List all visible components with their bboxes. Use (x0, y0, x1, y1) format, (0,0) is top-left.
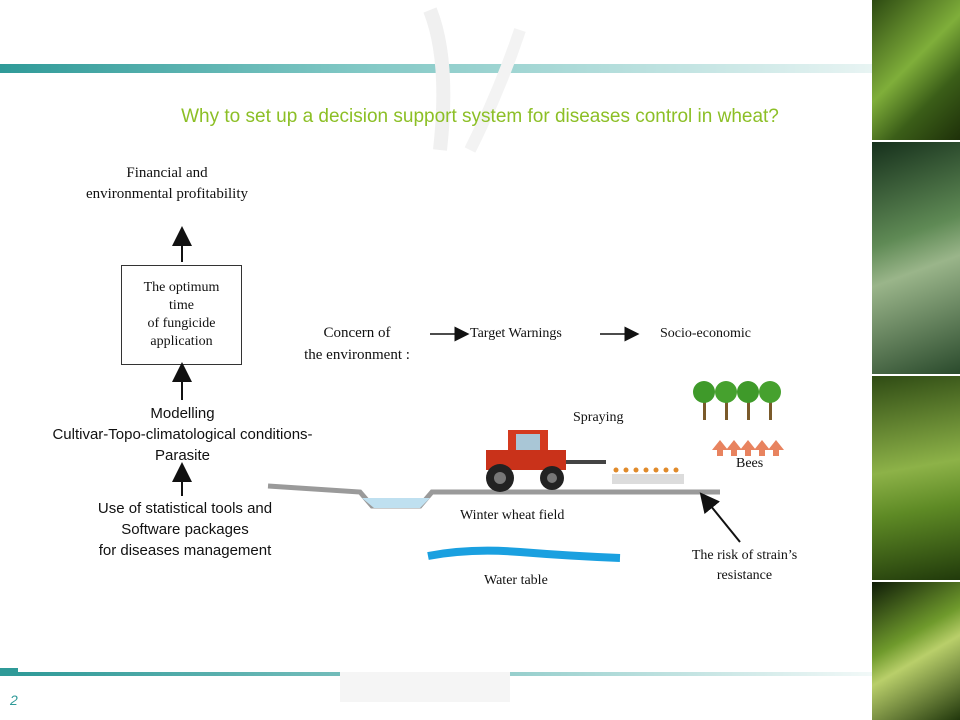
trees-icon (693, 381, 781, 420)
tractor-icon (486, 430, 606, 492)
wheat-photo-2 (872, 142, 960, 374)
wheat-photo-3 (872, 376, 960, 580)
concern-environment-label: Concern of the environment : (304, 325, 410, 363)
arrow-risk (699, 492, 741, 543)
wheat-photo-strip (872, 0, 960, 720)
water-table-label: Water table (484, 573, 548, 588)
spray-droplets-icon (612, 467, 684, 484)
water-table-line (427, 546, 621, 562)
wheat-photo-4 (872, 582, 960, 720)
spraying-label: Spraying (573, 410, 624, 425)
modelling-label: Modelling Cultivar-Topo-climatological c… (52, 405, 313, 464)
field-ground (267, 483, 720, 509)
winter-wheat-field-label: Winter wheat field (460, 508, 565, 523)
socio-economic-label: Socio-economic (660, 326, 751, 341)
slide-title: Why to set up a decision support system … (181, 106, 779, 127)
statistical-tools-label: Use of statistical tools and Software pa… (97, 500, 273, 559)
optimum-time-box: The optimum time of fungicide applicatio… (121, 265, 242, 365)
page-number: 2 (10, 692, 18, 708)
profitability-label: Financial and environmental profitabilit… (85, 165, 249, 202)
bee-arrows-icon (712, 440, 784, 456)
wheat-photo-1 (872, 0, 960, 140)
bees-label: Bees (736, 456, 764, 471)
target-warnings-label: Target Warnings (470, 326, 562, 341)
wheat-watermark (423, 7, 526, 153)
strain-resistance-label: The risk of strain’s resistance (691, 548, 798, 583)
diagram-graphics (172, 226, 784, 562)
footer-bar-accent (0, 668, 18, 676)
